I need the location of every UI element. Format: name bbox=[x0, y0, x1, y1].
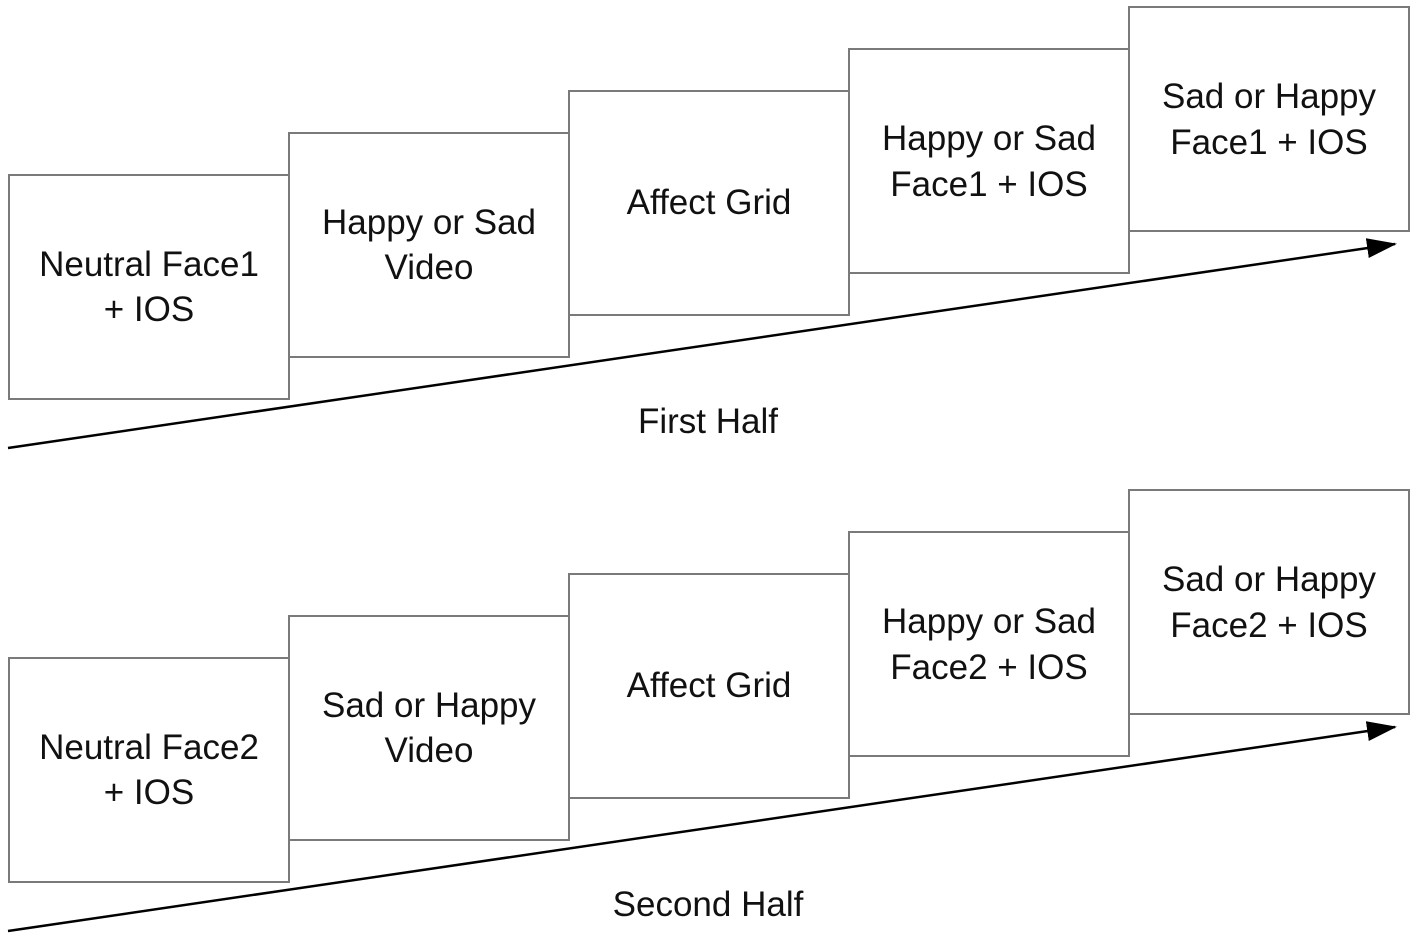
first-half-step-3: Affect Grid bbox=[568, 90, 850, 316]
second-half-step-2: Sad or Happy Video bbox=[288, 615, 570, 841]
first-half-timeline-arrow bbox=[7, 238, 1397, 450]
second-half-label: Second Half bbox=[612, 885, 804, 924]
first-half-step-1: Neutral Face1 + IOS bbox=[8, 174, 290, 400]
second-half-step-1: Neutral Face2 + IOS bbox=[8, 657, 290, 883]
first-half-label: First Half bbox=[638, 402, 778, 441]
first-half-step-2: Happy or Sad Video bbox=[288, 132, 570, 358]
first-half-step-5: Sad or Happy Face1 + IOS bbox=[1128, 6, 1410, 232]
first-half-step-1-label: Neutral Face1 + IOS bbox=[39, 244, 259, 330]
second-half-step-3: Affect Grid bbox=[568, 573, 850, 799]
first-half-step-2-label: Happy or Sad Video bbox=[321, 202, 537, 288]
second-half-step-3-label: Affect Grid bbox=[626, 666, 792, 705]
second-half-step-4: Happy or Sad Face2 + IOS bbox=[848, 531, 1130, 757]
second-half-step-4-label: Happy or Sad Face2 + IOS bbox=[881, 602, 1097, 687]
second-half-timeline-arrow bbox=[7, 721, 1397, 933]
first-half-step-5-label: Sad or Happy Face1 + IOS bbox=[1161, 77, 1377, 162]
first-half-step-3-label: Affect Grid bbox=[626, 183, 792, 222]
second-half-step-5-label: Sad or Happy Face2 + IOS bbox=[1161, 560, 1377, 645]
second-half-step-2-label: Sad or Happy Video bbox=[321, 685, 537, 771]
first-half-step-4-label: Happy or Sad Face1 + IOS bbox=[881, 119, 1097, 204]
second-half-step-1-label: Neutral Face2 + IOS bbox=[39, 727, 259, 813]
first-half-step-4: Happy or Sad Face1 + IOS bbox=[848, 48, 1130, 274]
second-half-step-5: Sad or Happy Face2 + IOS bbox=[1128, 489, 1410, 715]
